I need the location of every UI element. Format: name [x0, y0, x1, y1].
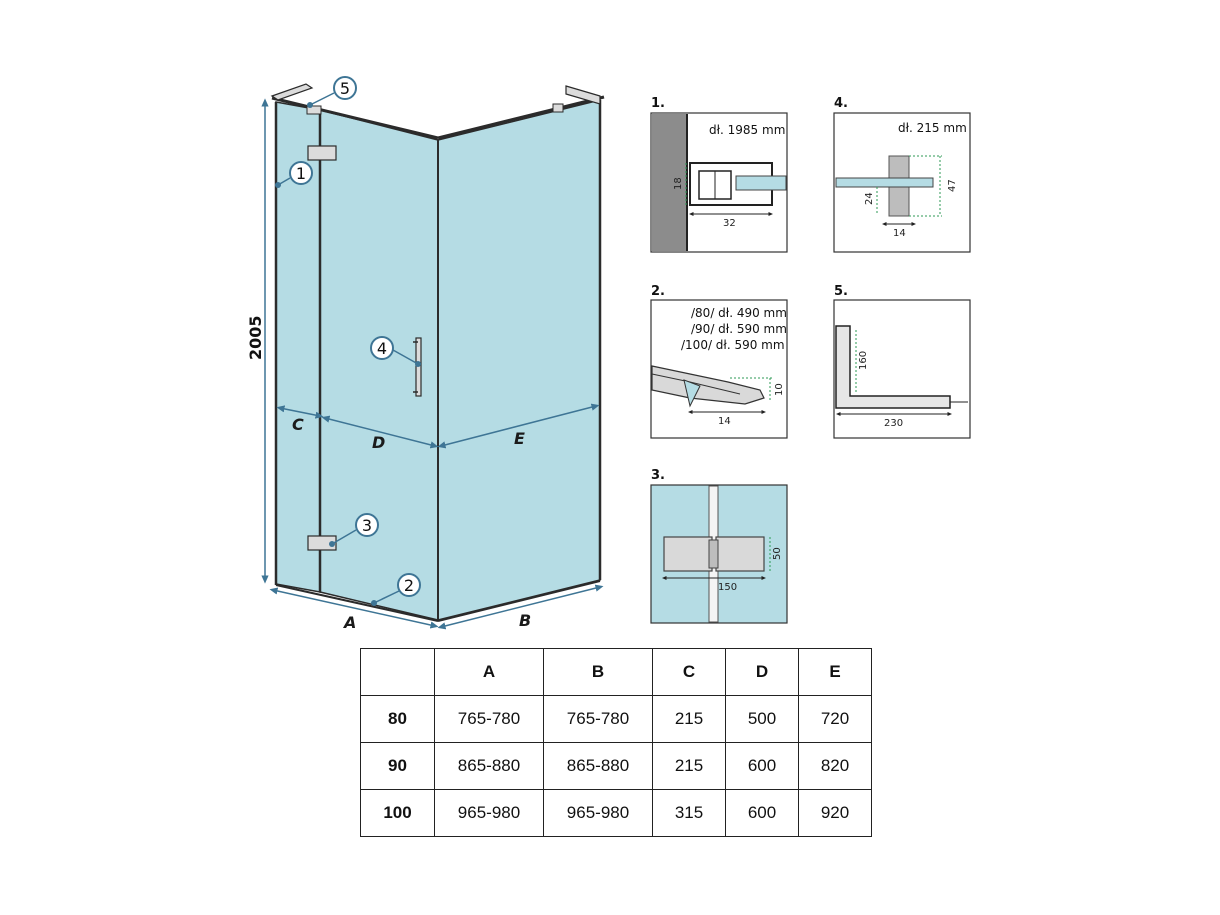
table-cell: 720 — [798, 695, 872, 743]
svg-text:3: 3 — [362, 516, 372, 535]
svg-text:4.: 4. — [834, 96, 848, 111]
table-header-cell: D — [725, 648, 799, 696]
svg-text:5: 5 — [340, 79, 350, 98]
lower-hinge — [307, 535, 337, 551]
svg-text:150: 150 — [718, 582, 737, 593]
dimensions-table: A B C D E 80 765-780 765-780 215 500 720… — [360, 648, 872, 837]
table-cell: 965-980 — [543, 789, 653, 837]
svg-text:32: 32 — [723, 218, 736, 229]
callout-3 — [355, 513, 379, 537]
table-cell: 920 — [798, 789, 872, 837]
svg-text:/100/ dł. 590 mm: /100/ dł. 590 mm — [681, 338, 785, 352]
detail-1: 1. dł. 1985 mm 18 32 — [650, 96, 788, 253]
svg-text:dł. 215 mm: dł. 215 mm — [898, 121, 967, 135]
table-cell: 820 — [798, 742, 872, 790]
width-dimensions: C D E A B — [269, 403, 604, 632]
dim-label-c: C — [292, 415, 304, 434]
svg-text:230: 230 — [884, 418, 903, 429]
detail-2: 2. /80/ dł. 490 mm /90/ dł. 590 mm /100/… — [650, 284, 788, 439]
callout-5 — [333, 76, 357, 100]
svg-text:24: 24 — [864, 192, 875, 205]
svg-text:4: 4 — [377, 339, 387, 358]
callout-1 — [289, 161, 313, 185]
table-cell: 500 — [725, 695, 799, 743]
table-row-header: 80 — [360, 695, 435, 743]
dim-label-a: A — [342, 613, 356, 632]
callout-2 — [397, 573, 421, 597]
door-handle — [415, 337, 422, 397]
table-cell: 315 — [652, 789, 726, 837]
svg-text:/90/ dł. 590 mm: /90/ dł. 590 mm — [691, 322, 787, 336]
height-dimension: 2005 — [246, 98, 269, 584]
height-value: 2005 — [246, 315, 265, 360]
table-row: 100 965-980 965-980 315 600 920 — [360, 789, 872, 837]
table-cell: 215 — [652, 695, 726, 743]
table-header-cell: B — [543, 648, 653, 696]
svg-text:2.: 2. — [651, 284, 665, 299]
table-cell: 765-780 — [543, 695, 653, 743]
table-cell: 600 — [725, 789, 799, 837]
table-cell: 865-880 — [543, 742, 653, 790]
svg-text:dł. 1985 mm: dł. 1985 mm — [709, 123, 785, 137]
shower-enclosure — [270, 83, 605, 622]
table-header-cell: A — [434, 648, 544, 696]
svg-text:50: 50 — [772, 547, 783, 560]
svg-text:1.: 1. — [651, 96, 665, 111]
svg-text:14: 14 — [718, 416, 731, 427]
table-row-header: 100 — [360, 789, 435, 837]
table-cell: 765-780 — [434, 695, 544, 743]
table-row: 90 865-880 865-880 215 600 820 — [360, 742, 872, 790]
detail-5: 5. 160 230 — [833, 284, 971, 439]
svg-text:/80/ dł. 490 mm: /80/ dł. 490 mm — [691, 306, 787, 320]
svg-text:18: 18 — [673, 177, 684, 190]
svg-text:160: 160 — [858, 351, 869, 370]
table-cell: 600 — [725, 742, 799, 790]
table-header-row: A B C D E — [360, 648, 872, 696]
upper-hinge — [307, 145, 337, 161]
svg-text:3.: 3. — [651, 468, 665, 483]
svg-text:14: 14 — [893, 228, 906, 239]
table-cell: 965-980 — [434, 789, 544, 837]
dim-label-d: D — [372, 433, 385, 452]
table-cell: 215 — [652, 742, 726, 790]
detail-3: 3. 50 150 — [650, 468, 788, 624]
callout-4 — [370, 336, 394, 360]
svg-text:2: 2 — [404, 576, 414, 595]
callouts: 1 5 4 3 2 — [275, 76, 421, 606]
detail-4: 4. dł. 215 mm 47 24 14 — [833, 96, 971, 253]
svg-text:47: 47 — [947, 179, 958, 192]
table-row-header: 90 — [360, 742, 435, 790]
dim-label-b: B — [519, 611, 531, 630]
dim-label-e: E — [514, 429, 525, 448]
table-cell: 865-880 — [434, 742, 544, 790]
table-header-cell — [360, 648, 435, 696]
table-header-cell: E — [798, 648, 872, 696]
svg-text:5.: 5. — [834, 284, 848, 299]
side-glass-panel — [437, 99, 601, 621]
svg-text:1: 1 — [296, 164, 306, 183]
wall-section — [652, 114, 687, 251]
table-header-cell: C — [652, 648, 726, 696]
svg-text:10: 10 — [774, 383, 785, 396]
table-row: 80 765-780 765-780 215 500 720 — [360, 695, 872, 743]
